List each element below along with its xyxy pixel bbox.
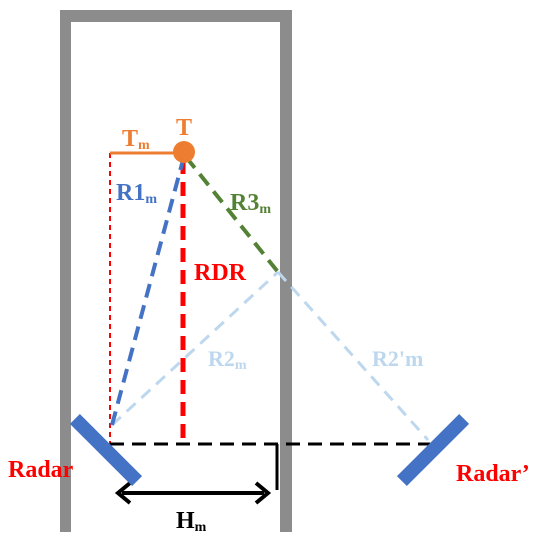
r2prime-line xyxy=(276,271,430,441)
r3-line xyxy=(184,155,280,274)
target-label: T xyxy=(176,115,192,141)
rdr-label: RDR xyxy=(194,260,247,286)
r3-label: R3m xyxy=(230,190,271,217)
r1-label: R1m xyxy=(116,180,157,207)
radar-antenna xyxy=(69,413,143,487)
top-wall xyxy=(60,10,292,22)
radar-prime-antenna xyxy=(396,413,470,487)
tm-label: Tm xyxy=(122,126,150,153)
r2-label: R2m xyxy=(208,346,247,373)
r2prime-label: R2'm xyxy=(372,346,423,371)
hm-arrow xyxy=(114,481,272,505)
radar-prime-label: Radar’ xyxy=(456,461,530,487)
target-marker xyxy=(173,141,195,163)
radar-label: Radar xyxy=(8,457,74,483)
left-wall xyxy=(60,10,71,532)
right-wall xyxy=(280,10,292,532)
r2-line xyxy=(110,270,280,427)
hm-label: Hm xyxy=(176,508,207,535)
r1-line xyxy=(110,159,185,426)
